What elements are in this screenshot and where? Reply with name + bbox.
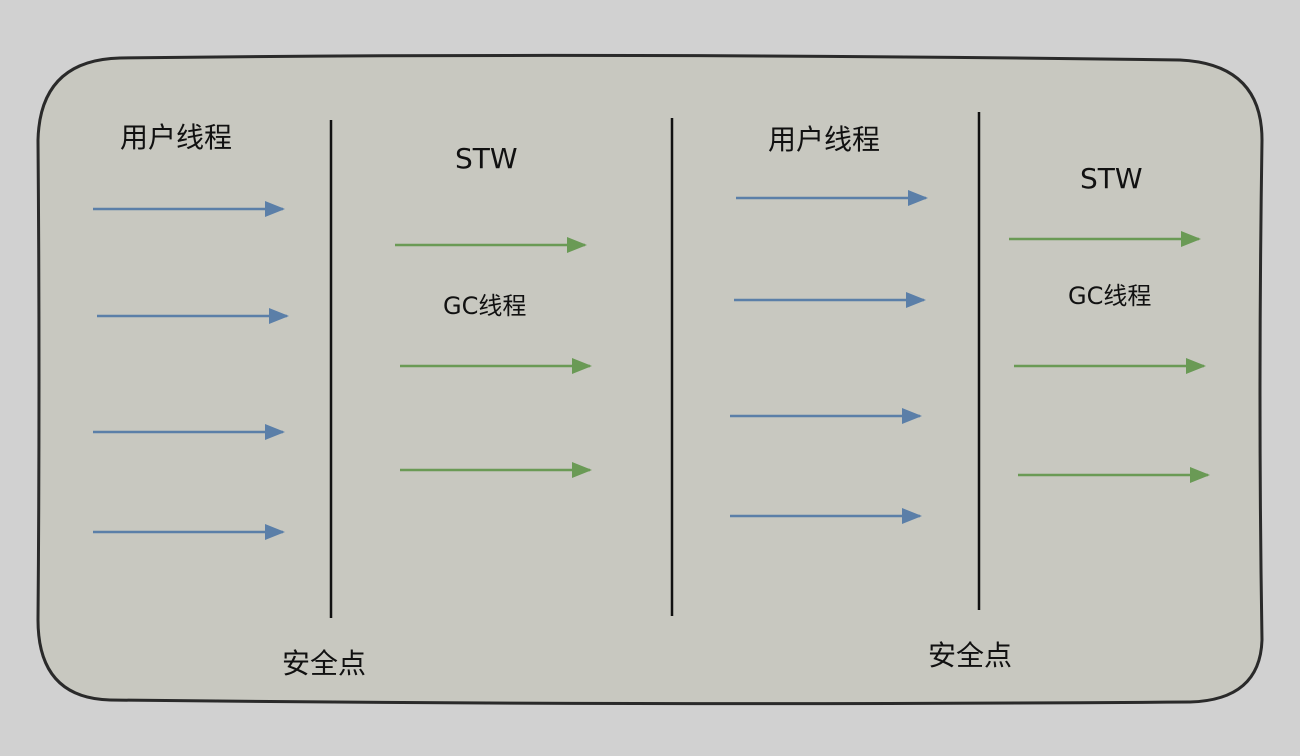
user-thread-label: 用户线程 xyxy=(768,123,881,156)
panel-box xyxy=(36,53,1264,706)
gc-thread-label: GC线程 xyxy=(1068,282,1152,310)
stw-label: STW xyxy=(1080,162,1143,195)
stw-label: STW xyxy=(455,142,518,175)
safepoint-label: 安全点 xyxy=(282,647,367,680)
gc-thread-label: GC线程 xyxy=(443,292,527,320)
user-thread-label: 用户线程 xyxy=(120,121,233,154)
safepoint-label: 安全点 xyxy=(928,639,1013,672)
